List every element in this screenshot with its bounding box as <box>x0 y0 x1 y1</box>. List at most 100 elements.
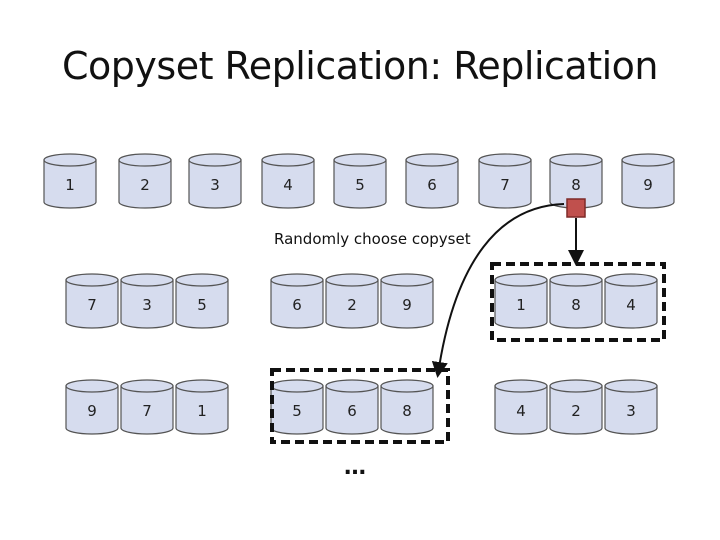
disk-top <box>549 273 603 287</box>
disk-top <box>494 379 548 393</box>
copyset-disk: 2 <box>549 379 603 435</box>
disk-label: 1 <box>65 176 75 194</box>
server-disk-4: 4 <box>261 153 315 209</box>
copyset-disk: 4 <box>604 273 658 329</box>
disk-body <box>65 279 119 329</box>
disk-label: 2 <box>140 176 150 194</box>
disk-label: 6 <box>347 402 357 420</box>
disk-top <box>621 153 675 167</box>
copyset-disk: 2 <box>325 273 379 329</box>
disk-label: 8 <box>571 176 581 194</box>
disk-top <box>405 153 459 167</box>
disk-top <box>333 153 387 167</box>
disk-label: 3 <box>210 176 220 194</box>
copyset-disk: 8 <box>380 379 434 435</box>
disk-body <box>405 159 459 209</box>
disk-label: 9 <box>87 402 97 420</box>
disk-label: 4 <box>516 402 526 420</box>
disk-label: 4 <box>626 296 636 314</box>
disk-body <box>118 159 172 209</box>
disk-top <box>549 379 603 393</box>
disk-label: 5 <box>292 402 302 420</box>
disk-top <box>120 273 174 287</box>
disk-body <box>621 159 675 209</box>
disk-body <box>333 159 387 209</box>
disk-body <box>188 159 242 209</box>
server-disk-5: 5 <box>333 153 387 209</box>
copyset-disk: 7 <box>65 273 119 329</box>
disk-top <box>175 273 229 287</box>
disk-top <box>604 273 658 287</box>
disk-top <box>380 273 434 287</box>
disk-body <box>175 279 229 329</box>
data-chunk-square <box>566 198 586 218</box>
server-disk-7: 7 <box>478 153 532 209</box>
disk-label: 7 <box>142 402 152 420</box>
server-disk-1: 1 <box>43 153 97 209</box>
disk-label: 2 <box>347 296 357 314</box>
disk-top <box>494 273 548 287</box>
copyset-disk: 6 <box>325 379 379 435</box>
disk-label: 4 <box>283 176 293 194</box>
copyset-disk: 3 <box>120 273 174 329</box>
disk-label: 9 <box>402 296 412 314</box>
disk-body <box>549 279 603 329</box>
disk-label: 5 <box>197 296 207 314</box>
disk-body <box>120 279 174 329</box>
disk-body <box>549 385 603 435</box>
random-choose-caption: Randomly choose copyset <box>274 230 471 248</box>
disk-top <box>43 153 97 167</box>
server-disk-8: 8 <box>549 153 603 209</box>
copyset-disk: 7 <box>120 379 174 435</box>
disk-body <box>325 385 379 435</box>
disk-body <box>325 279 379 329</box>
disk-body <box>65 385 119 435</box>
disk-label: 1 <box>197 402 207 420</box>
disk-label: 3 <box>142 296 152 314</box>
copyset-disk: 8 <box>549 273 603 329</box>
disk-top <box>270 273 324 287</box>
random-choice-arrow <box>431 203 565 378</box>
disk-top <box>65 379 119 393</box>
disk-body <box>261 159 315 209</box>
copyset-disk: 4 <box>494 379 548 435</box>
server-disk-9: 9 <box>621 153 675 209</box>
copyset-disk: 1 <box>175 379 229 435</box>
disk-top <box>120 379 174 393</box>
server-disk-6: 6 <box>405 153 459 209</box>
copyset-disk: 3 <box>604 379 658 435</box>
disk-label: 3 <box>626 402 636 420</box>
disk-top <box>380 379 434 393</box>
disk-top <box>118 153 172 167</box>
disk-top <box>188 153 242 167</box>
disk-top <box>325 273 379 287</box>
disk-label: 5 <box>355 176 365 194</box>
disk-label: 8 <box>571 296 581 314</box>
disk-top <box>175 379 229 393</box>
copyset-disk: 9 <box>65 379 119 435</box>
copyset-disk: 5 <box>270 379 324 435</box>
disk-top <box>478 153 532 167</box>
disk-label: 9 <box>643 176 653 194</box>
disk-body <box>604 279 658 329</box>
disk-body <box>478 159 532 209</box>
disk-body <box>380 385 434 435</box>
slide-title: Copyset Replication: Replication <box>62 44 659 88</box>
disk-body <box>494 385 548 435</box>
server-disk-2: 2 <box>118 153 172 209</box>
server-disk-3: 3 <box>188 153 242 209</box>
disk-label: 7 <box>500 176 510 194</box>
disk-body <box>43 159 97 209</box>
disk-top <box>549 153 603 167</box>
disk-body <box>270 279 324 329</box>
disk-label: 6 <box>292 296 302 314</box>
disk-top <box>261 153 315 167</box>
copyset-disk: 9 <box>380 273 434 329</box>
disk-body <box>120 385 174 435</box>
more-copysets-ellipsis: … <box>344 455 366 480</box>
chosen-copyset-box <box>270 368 450 444</box>
copyset-disk: 1 <box>494 273 548 329</box>
disk-label: 7 <box>87 296 97 314</box>
